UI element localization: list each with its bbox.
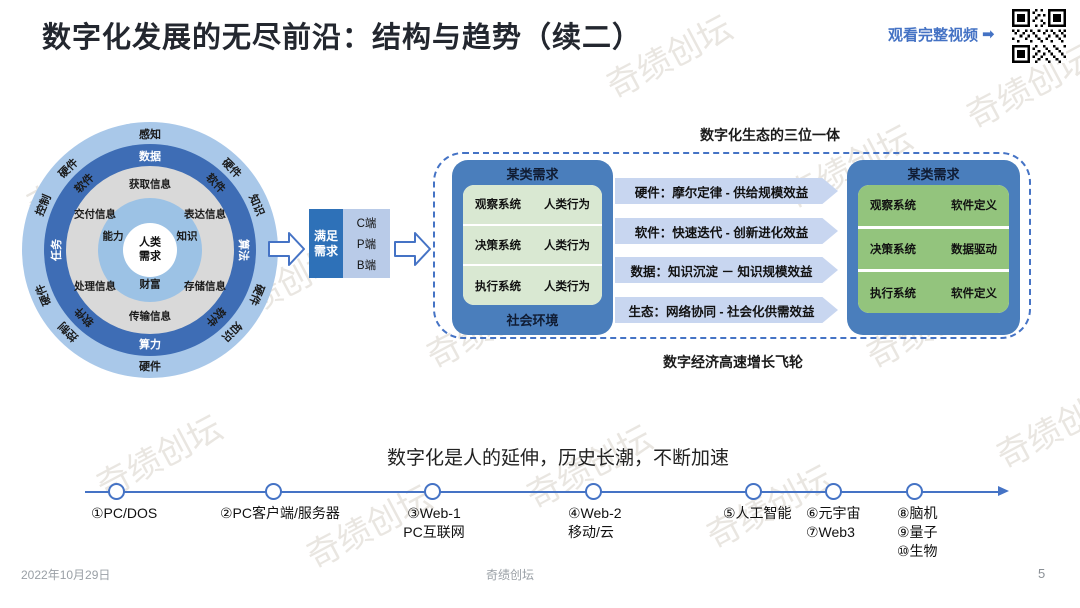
milestone-line: ⑨量子 bbox=[897, 523, 938, 540]
eco-row: 观察系统 人类行为 bbox=[463, 185, 602, 224]
milestone-line: 移动/云 bbox=[568, 523, 614, 540]
ring-label: 算力 bbox=[139, 339, 161, 351]
milestone-line: PC互联网 bbox=[403, 523, 465, 540]
eco-cell: 人类行为 bbox=[544, 240, 590, 252]
milestone-label: ⑤人工智能 bbox=[723, 504, 792, 523]
footer-brand: 奇绩创坛 bbox=[485, 568, 535, 582]
milestone-line: ③Web-1 bbox=[407, 505, 461, 521]
eco-left-panel: 观察系统 人类行为 决策系统 人类行为 执行系统 人类行为 bbox=[463, 185, 602, 305]
ring-label: 任务 bbox=[51, 239, 63, 261]
timeline-dot bbox=[905, 483, 923, 500]
ring-label: 获取信息 bbox=[129, 178, 171, 191]
page-number: 5 bbox=[1038, 566, 1046, 581]
milestone-line: ⑥元宇宙 bbox=[806, 505, 861, 521]
eco-box-right: 某类需求 观察系统 软件定义 决策系统 数据驱动 执行系统 软件定义 bbox=[847, 160, 1020, 335]
milestone-label: ⑧脑机 ⑨量子 ⑩生物 bbox=[897, 504, 938, 561]
channel-b: B端 bbox=[356, 259, 377, 272]
eco-right-panel: 观察系统 软件定义 决策系统 数据驱动 执行系统 软件定义 bbox=[858, 185, 1009, 313]
eco-box-left: 某类需求 观察系统 人类行为 决策系统 人类行为 执行系统 人类行为 社会环境 bbox=[452, 160, 613, 335]
ring-core bbox=[123, 223, 177, 277]
eco-row: 执行系统 人类行为 bbox=[463, 266, 602, 305]
milestone-line: ②PC客户端/服务器 bbox=[220, 505, 340, 521]
flywheel-arrow-eco: 生态：网络协同 - 社会化供需效益 bbox=[615, 297, 838, 323]
timeline-dot bbox=[107, 483, 125, 500]
ring-label: 能力 bbox=[102, 230, 124, 243]
trinity-caption: 数字化生态的三位一体 bbox=[700, 127, 840, 143]
eco-row: 观察系统 软件定义 bbox=[858, 185, 1009, 226]
satisfy-needs-label: 满足 需求 bbox=[309, 209, 343, 278]
milestone-line: ⑧脑机 bbox=[897, 505, 938, 521]
channel-c: C端 bbox=[356, 217, 377, 230]
milestone-label: ⑥元宇宙 ⑦Web3 bbox=[806, 504, 861, 542]
timeline-dot bbox=[264, 483, 282, 500]
human-needs-ring-diagram: 感知 硬件 知识 硬件 知识 硬件 控制 硬件 控制 硬件 数据 软件 算法 软… bbox=[22, 122, 278, 378]
eco-left-header: 某类需求 bbox=[506, 167, 559, 182]
milestone-line: ①PC/DOS bbox=[91, 505, 158, 521]
page-title: 数字化发展的无尽前沿：结构与趋势（续二） bbox=[42, 22, 643, 54]
ring-label: 传输信息 bbox=[129, 310, 171, 323]
milestone-line: ④Web-2 bbox=[568, 505, 622, 521]
milestone-label: ①PC/DOS bbox=[91, 504, 157, 523]
satisfy-line1: 满足 bbox=[313, 228, 338, 243]
channel-p: P端 bbox=[356, 238, 377, 251]
ring-label: 感知 bbox=[139, 129, 161, 141]
block-arrow-icon bbox=[268, 232, 305, 266]
timeline-arrowhead-icon bbox=[998, 486, 1009, 496]
eco-cell: 人类行为 bbox=[544, 280, 590, 293]
watch-video-link[interactable]: 观看完整视频 ➡ bbox=[888, 24, 995, 45]
milestone-label: ④Web-2 移动/云 bbox=[568, 504, 622, 542]
ring-label: 表达信息 bbox=[184, 208, 226, 221]
eco-left-footer: 社会环境 bbox=[506, 313, 559, 328]
milestone-line: ⑤人工智能 bbox=[723, 505, 792, 521]
center-line1: 人类 bbox=[139, 236, 161, 249]
ring-label: 处理信息 bbox=[74, 280, 116, 293]
trinity-dashed-container bbox=[433, 152, 1031, 339]
eco-cell: 观察系统 bbox=[475, 199, 521, 212]
flywheel-arrow-data: 数据：知识沉淀 － 知识规模效益 bbox=[615, 257, 838, 283]
eco-cell: 数据驱动 bbox=[951, 244, 997, 256]
eco-cell: 执行系统 bbox=[475, 280, 521, 293]
ring-label: 硬件 bbox=[139, 361, 161, 373]
milestone-line: ⑦Web3 bbox=[806, 523, 855, 540]
center-label: 人类 需求 bbox=[139, 236, 161, 264]
ring-label: 交付信息 bbox=[74, 208, 116, 221]
flywheel-caption: 数字经济高速增长飞轮 bbox=[663, 354, 803, 370]
ring-label: 存储信息 bbox=[184, 280, 226, 293]
eco-right-header: 某类需求 bbox=[907, 167, 960, 182]
ring-label: 数据 bbox=[139, 151, 161, 163]
timeline-title: 数字化是人的延伸，历史长潮，不断加速 bbox=[386, 448, 730, 469]
satisfy-needs-box: 满足 需求 C端 P端 B端 bbox=[309, 209, 390, 278]
milestone-label: ②PC客户端/服务器 bbox=[220, 504, 340, 523]
center-line2: 需求 bbox=[139, 250, 161, 262]
eco-cell: 软件定义 bbox=[951, 287, 997, 300]
eco-cell: 观察系统 bbox=[870, 200, 916, 213]
ring-label: 财富 bbox=[139, 278, 161, 291]
timeline-dot bbox=[824, 483, 842, 500]
block-arrow-icon bbox=[394, 232, 431, 266]
watch-video-label: 观看完整视频 bbox=[888, 27, 979, 44]
footer-date: 2022年10月29日 bbox=[21, 568, 111, 582]
timeline-dot bbox=[584, 483, 602, 500]
eco-cell: 执行系统 bbox=[870, 287, 916, 300]
flywheel-arrow-software: 软件：快速迭代 - 创新进化效益 bbox=[615, 218, 838, 244]
flywheel-arrow-hardware: 硬件：摩尔定律 - 供给规模效益 bbox=[615, 178, 838, 204]
eco-row: 执行系统 软件定义 bbox=[858, 272, 1009, 313]
eco-cell: 软件定义 bbox=[951, 200, 997, 213]
eco-row: 决策系统 人类行为 bbox=[463, 225, 602, 265]
eco-row: 决策系统 数据驱动 bbox=[858, 228, 1009, 270]
qr-code bbox=[1012, 9, 1066, 63]
eco-cell: 决策系统 bbox=[870, 244, 916, 256]
milestone-label: ③Web-1 PC互联网 bbox=[403, 504, 464, 542]
channel-list: C端 P端 B端 bbox=[343, 209, 390, 278]
ring-label: 知识 bbox=[176, 230, 198, 243]
timeline-dot bbox=[423, 483, 441, 500]
right-arrow-icon: ➡ bbox=[982, 26, 995, 43]
timeline-axis bbox=[85, 491, 1000, 493]
timeline-dot bbox=[744, 483, 762, 500]
ring-label: 算法 bbox=[237, 239, 249, 261]
milestone-line: ⑩生物 bbox=[897, 542, 938, 559]
eco-cell: 决策系统 bbox=[475, 240, 521, 252]
satisfy-line2: 需求 bbox=[313, 243, 338, 258]
eco-cell: 人类行为 bbox=[544, 199, 590, 212]
